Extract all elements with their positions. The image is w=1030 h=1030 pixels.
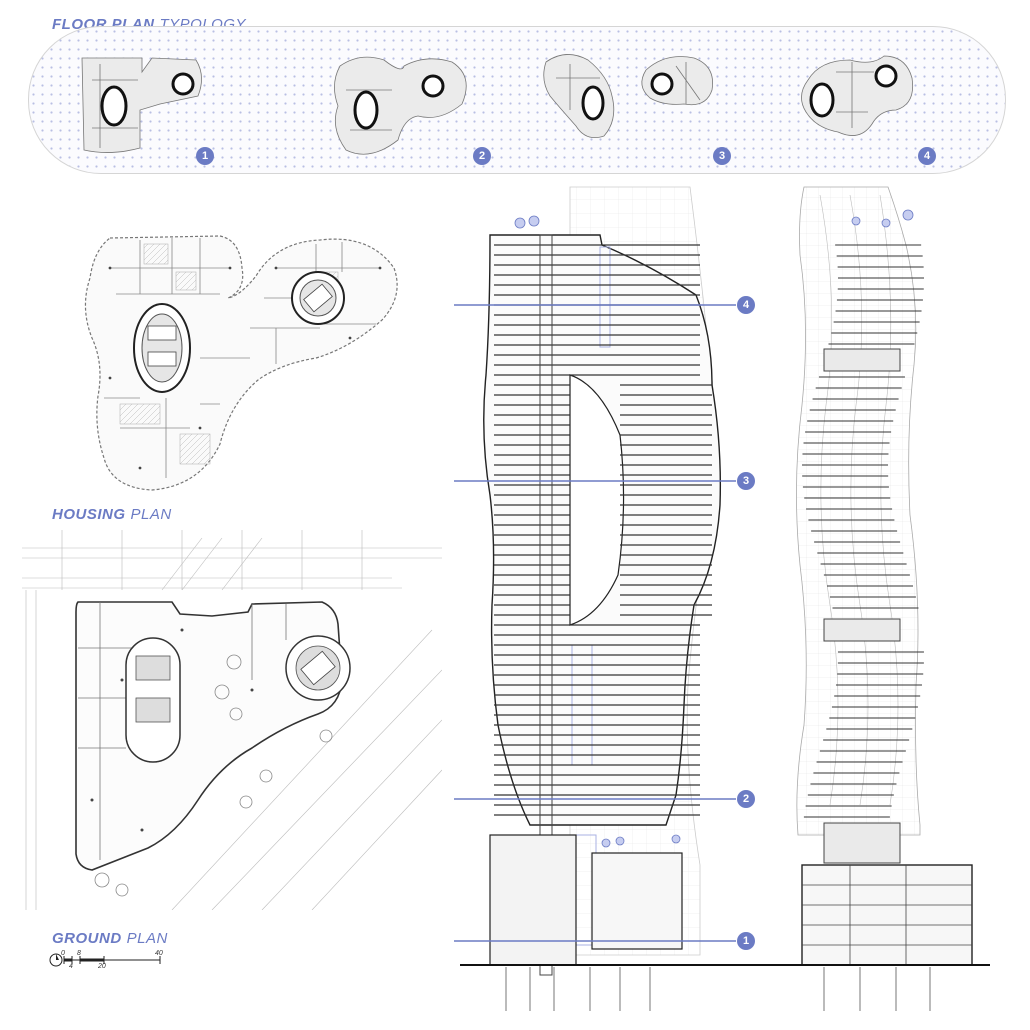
tower-elevation — [770, 186, 990, 1011]
ground-title-light: PLAN — [126, 930, 168, 947]
typology-plans — [81, 54, 914, 155]
typology-marker-2: 2 — [473, 147, 491, 165]
typology-plan-3 — [543, 54, 713, 139]
typology-marker-4: 4 — [918, 147, 936, 165]
north-arrow-icon — [49, 953, 161, 967]
scale-label-20: 20 — [98, 963, 106, 970]
housing-title-bold: HOUSING — [52, 506, 126, 523]
scale-label-40: 40 — [155, 950, 163, 957]
housing-title-light: PLAN — [130, 506, 172, 523]
section-marker-1: 1 — [737, 932, 755, 950]
ground-site-plan — [22, 530, 442, 910]
typology-plan-1 — [81, 57, 202, 153]
scale-label-4: 4 — [69, 963, 73, 970]
typology-plan-4 — [801, 55, 914, 136]
section-marker-3: 3 — [737, 472, 755, 490]
scale-bar: 0 4 8 20 40 — [48, 950, 178, 972]
tower-section — [450, 185, 780, 1015]
scale-label-0: 0 — [61, 950, 65, 957]
ground-title-bold: GROUND — [52, 930, 122, 947]
typology-marker-3: 3 — [713, 147, 731, 165]
typology-plan-2 — [334, 56, 467, 155]
section-marker-2: 2 — [737, 790, 755, 808]
housing-floor-plan — [84, 235, 398, 491]
typology-marker-1: 1 — [196, 147, 214, 165]
scale-label-8: 8 — [77, 950, 81, 957]
section-marker-4: 4 — [737, 296, 755, 314]
